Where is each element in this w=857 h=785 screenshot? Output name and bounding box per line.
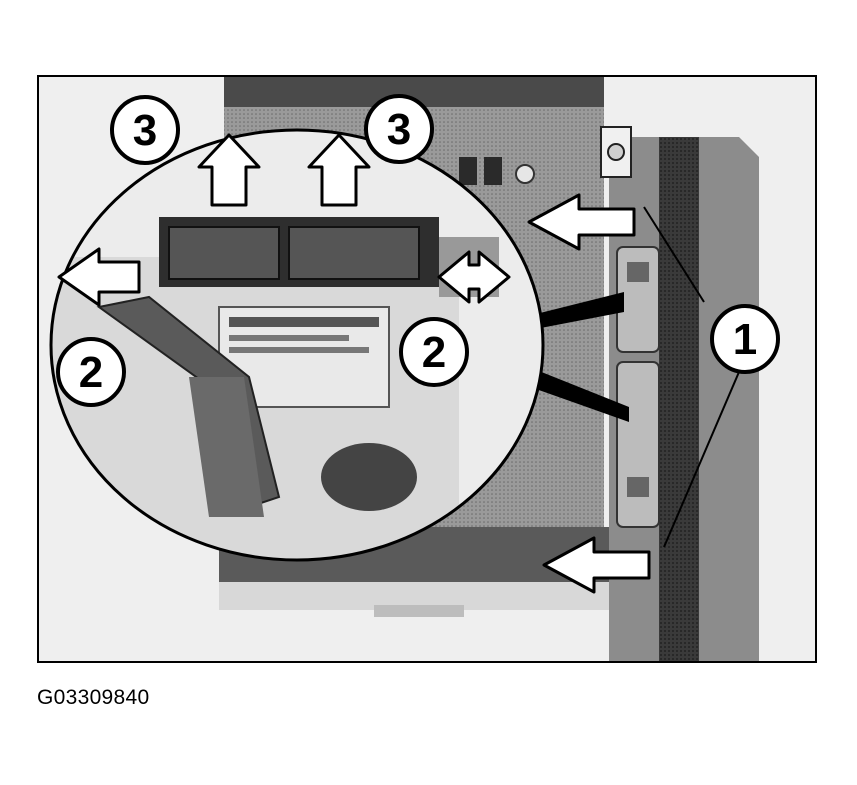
bracket-frame xyxy=(659,137,699,661)
callout-label: 2 xyxy=(422,328,446,377)
leader-line xyxy=(643,206,705,303)
callout-2-right: 2 xyxy=(399,317,469,387)
lower-connector xyxy=(616,361,660,528)
callout-3-left: 3 xyxy=(110,95,180,165)
arrow-left-icon xyxy=(57,247,141,307)
illustration-svg: 3 3 2 2 1 xyxy=(39,77,815,661)
arrow-up-icon xyxy=(197,133,261,207)
housing-slot xyxy=(484,157,502,185)
arrow-left-icon xyxy=(527,193,636,251)
tray-tab xyxy=(374,605,464,617)
housing-screw-icon xyxy=(515,164,535,184)
arrow-left-icon xyxy=(542,536,651,594)
leader-line xyxy=(663,371,740,548)
callout-label: 1 xyxy=(733,315,757,364)
zoom-circle xyxy=(49,128,545,562)
housing-slot xyxy=(459,157,477,185)
callout-label: 3 xyxy=(387,105,411,154)
clip-screw-icon xyxy=(607,143,625,161)
callout-1: 1 xyxy=(710,304,780,374)
callout-label: 2 xyxy=(79,348,103,397)
arrow-up-icon xyxy=(307,133,371,207)
callout-label: 3 xyxy=(133,106,157,155)
module-illustration: 3 3 2 2 1 xyxy=(37,75,817,663)
callout-2-left: 2 xyxy=(56,337,126,407)
connector-pin-block xyxy=(627,477,649,497)
arrow-double-icon xyxy=(437,250,511,304)
connector-pin-block xyxy=(627,262,649,282)
figure-code: G03309840 xyxy=(37,686,150,709)
callout-3-right: 3 xyxy=(364,94,434,164)
